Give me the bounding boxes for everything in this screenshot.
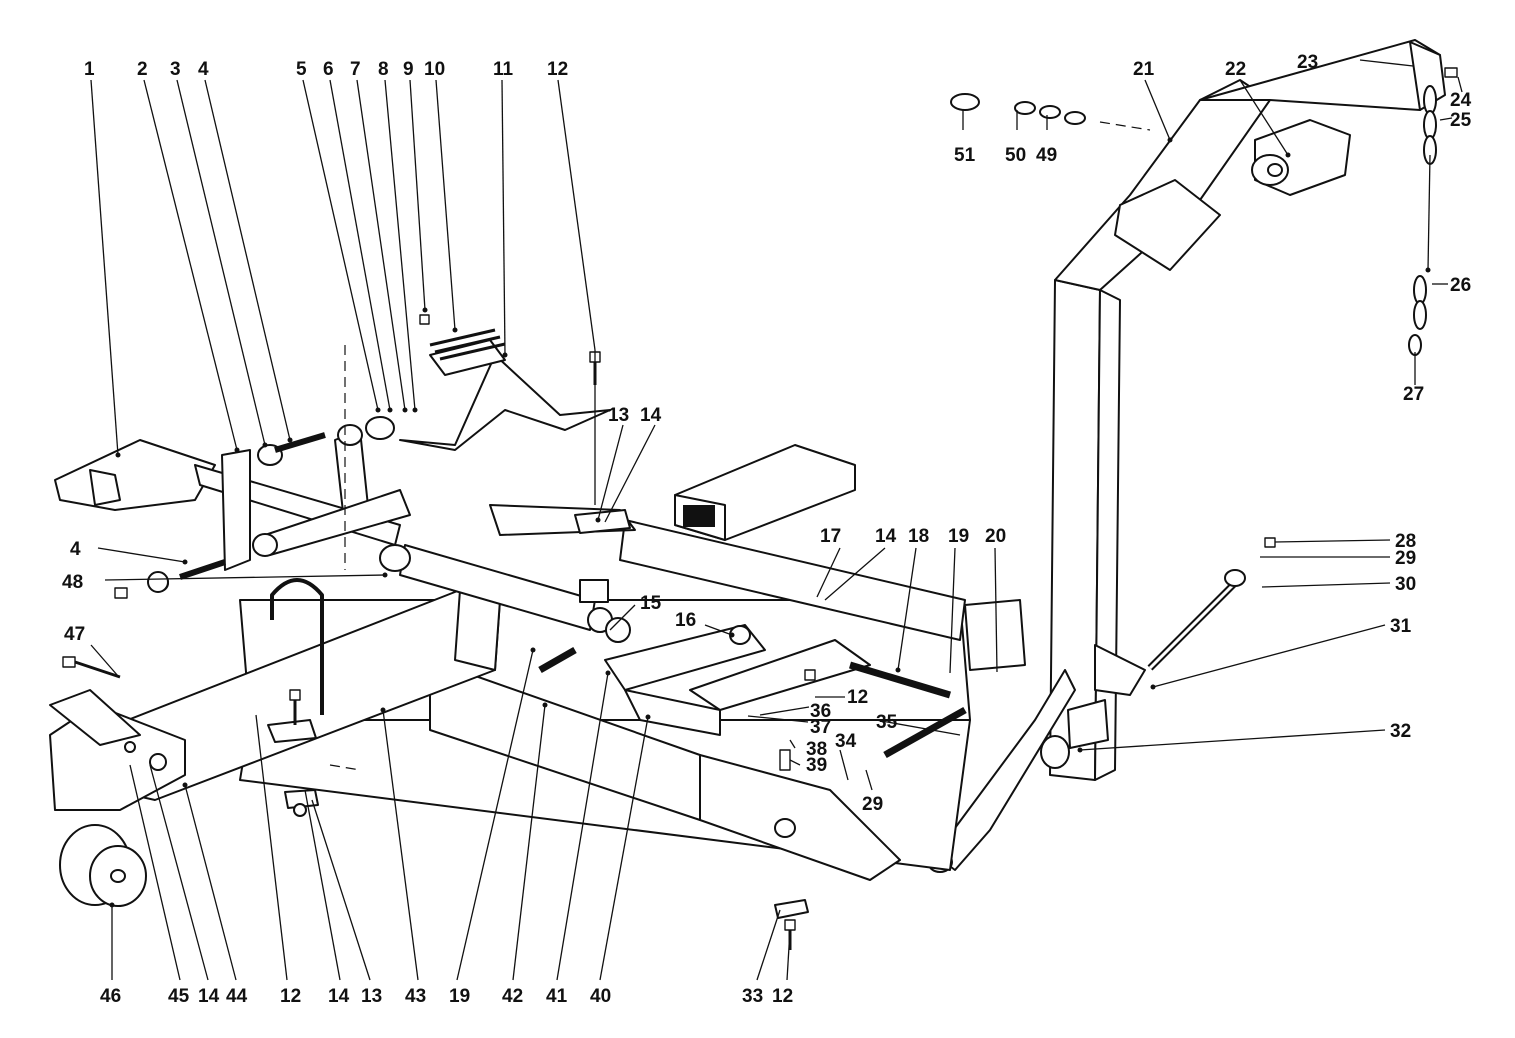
- callout-31: 31: [1390, 616, 1412, 637]
- strut-pin: [1147, 569, 1246, 671]
- callout-numbers: 1 2 3 4 5 6 7 8 9 10 11 12 51 50 49 21 2…: [62, 52, 1472, 1007]
- callout-47: 47: [64, 624, 85, 645]
- callout-12-lower: 12: [772, 986, 793, 1007]
- callout-41: 41: [546, 986, 568, 1007]
- callout-10: 10: [424, 59, 445, 80]
- callout-6: 6: [323, 59, 334, 80]
- callout-42: 42: [502, 986, 523, 1007]
- centerlines: [329, 345, 361, 771]
- callout-14-bottom: 14: [198, 986, 220, 1007]
- callout-29-right: 29: [1395, 548, 1416, 569]
- callout-19-top: 19: [948, 526, 969, 547]
- callout-19-bottom: 19: [449, 986, 470, 1007]
- callout-46: 46: [100, 986, 121, 1007]
- callout-16: 16: [675, 610, 696, 631]
- callout-23: 23: [1297, 52, 1318, 73]
- leader-lines: [90, 59, 1463, 981]
- callout-12-top: 12: [547, 59, 568, 80]
- top-cover: [399, 328, 611, 451]
- callout-1: 1: [84, 59, 95, 80]
- callout-37: 37: [810, 717, 831, 738]
- callout-2: 2: [137, 59, 148, 80]
- right-bracket: [964, 599, 1146, 696]
- callout-34: 34: [835, 731, 857, 752]
- chains: [950, 85, 1437, 356]
- callout-45: 45: [168, 986, 190, 1007]
- leader-endpoints: [109, 137, 1431, 908]
- callout-51: 51: [954, 145, 976, 166]
- callout-27: 27: [1403, 384, 1424, 405]
- left-bracket: [54, 416, 411, 592]
- callout-13-top: 13: [608, 405, 629, 426]
- callout-18: 18: [908, 526, 929, 547]
- callout-15: 15: [640, 593, 662, 614]
- callout-38: 38: [806, 739, 827, 760]
- callout-24: 24: [1450, 90, 1472, 111]
- callout-25: 25: [1450, 110, 1472, 131]
- callout-29-low: 29: [862, 794, 883, 815]
- callout-5: 5: [296, 59, 307, 80]
- callout-22: 22: [1225, 59, 1246, 80]
- wheel: [59, 824, 147, 907]
- square-tube: [674, 444, 856, 541]
- callout-14-lower: 14: [328, 986, 350, 1007]
- callout-20: 20: [985, 526, 1006, 547]
- callout-14-top: 14: [640, 405, 662, 426]
- callout-8: 8: [378, 59, 389, 80]
- callout-39: 39: [806, 755, 827, 776]
- callout-40: 40: [590, 986, 611, 1007]
- callout-9: 9: [403, 59, 414, 80]
- callout-30: 30: [1395, 574, 1416, 595]
- callout-4: 4: [198, 59, 209, 80]
- callout-13-bottom: 13: [361, 986, 382, 1007]
- callout-48: 48: [62, 572, 83, 593]
- callout-4-left: 4: [70, 539, 81, 560]
- callout-28: 28: [1395, 531, 1416, 552]
- front-tube: [109, 589, 501, 801]
- callout-21: 21: [1133, 59, 1155, 80]
- pins: [538, 646, 967, 759]
- mast-and-boom: [1040, 39, 1446, 781]
- callout-26: 26: [1450, 275, 1471, 296]
- callout-43: 43: [405, 986, 426, 1007]
- callout-12-mid: 12: [847, 687, 868, 708]
- callout-50: 50: [1005, 145, 1026, 166]
- callout-12-bottom: 12: [280, 986, 301, 1007]
- callout-49: 49: [1036, 145, 1057, 166]
- callout-3: 3: [170, 59, 181, 80]
- cross-plates: [604, 624, 871, 736]
- callout-11: 11: [493, 59, 514, 80]
- callout-36: 36: [810, 701, 831, 722]
- callout-35: 35: [876, 712, 898, 733]
- callout-44: 44: [226, 986, 248, 1007]
- front-nose: [49, 689, 186, 811]
- callout-17: 17: [820, 526, 841, 547]
- callout-14-mid: 14: [875, 526, 897, 547]
- callout-7: 7: [350, 59, 361, 80]
- frame-parts-drawing: [49, 39, 1458, 950]
- callout-33: 33: [742, 986, 763, 1007]
- callout-32: 32: [1390, 721, 1411, 742]
- u-bolt: [270, 578, 324, 715]
